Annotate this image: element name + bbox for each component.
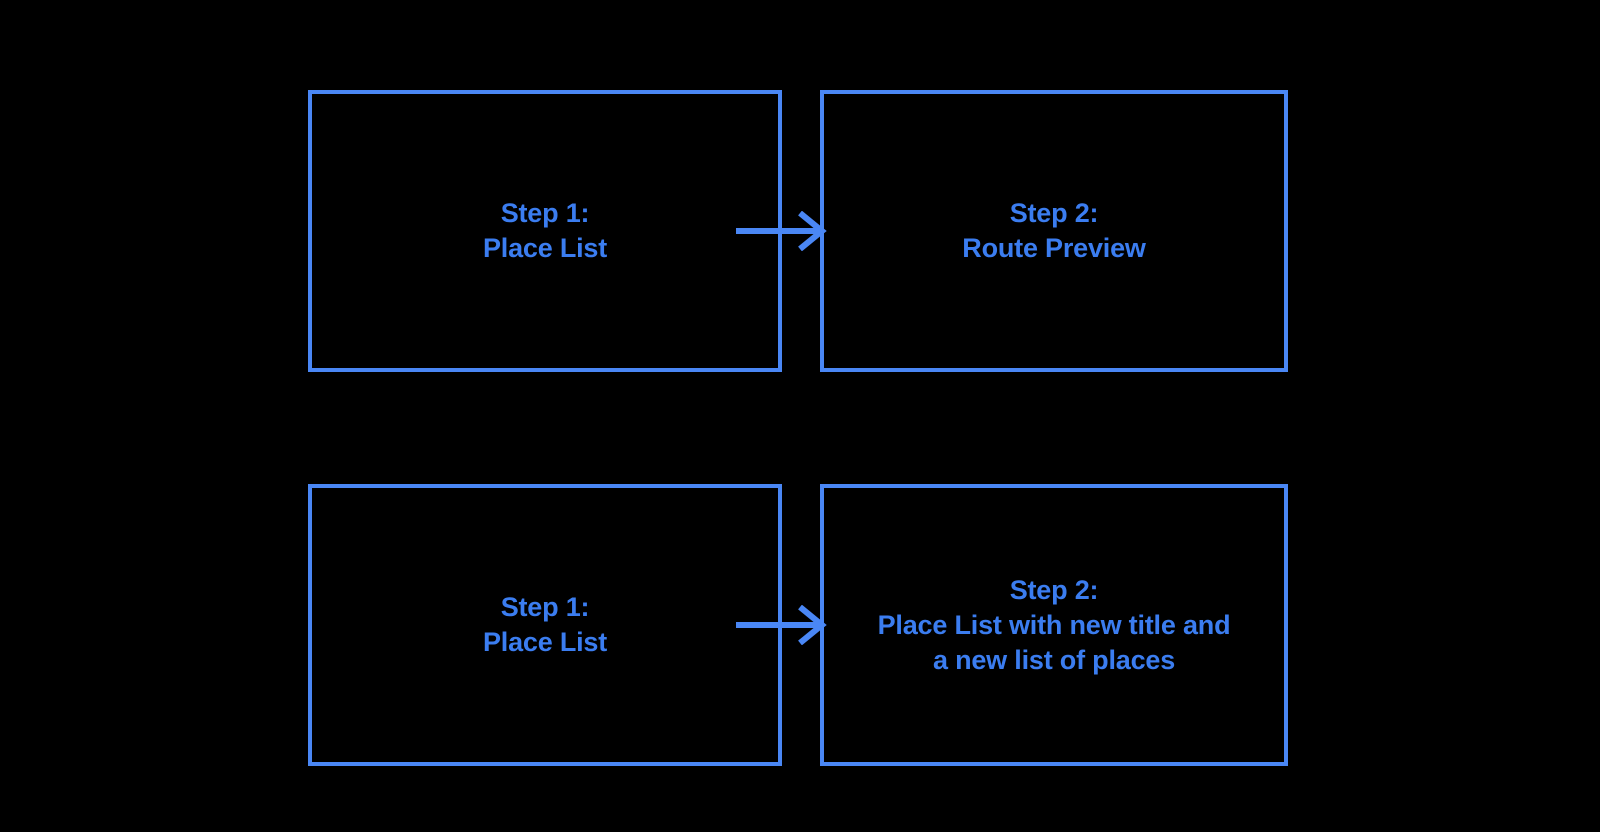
flow-row-new-place-list: Step 1: Place List Step 2: Place List wi… <box>0 484 1600 766</box>
step-box-1-place-list[interactable]: Step 1: Place List <box>308 484 782 766</box>
step-box-label: Step 2: Place List with new title and a … <box>877 574 1231 675</box>
step-box-label: Step 1: Place List <box>482 592 608 657</box>
step-box-2-route-preview[interactable]: Step 2: Route Preview <box>820 90 1288 372</box>
step-box-1-place-list[interactable]: Step 1: Place List <box>308 90 782 372</box>
step-box-label: Step 2: Route Preview <box>962 198 1146 263</box>
step-box-label: Step 1: Place List <box>482 198 608 263</box>
step-box-2-new-place-list[interactable]: Step 2: Place List with new title and a … <box>820 484 1288 766</box>
flow-row-route-preview: Step 1: Place List Step 2: Route Preview <box>0 90 1600 372</box>
